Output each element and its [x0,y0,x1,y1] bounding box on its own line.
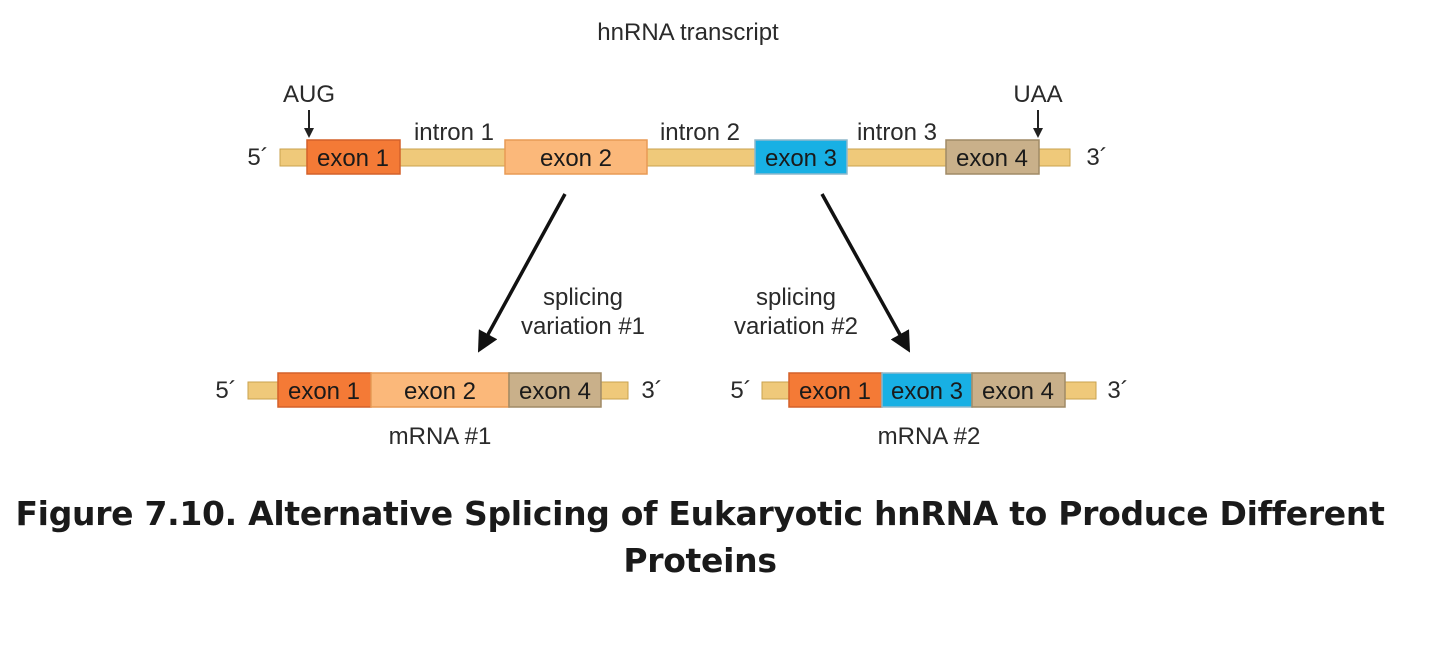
mrna-2-exon-3-label: exon 3 [891,378,963,405]
mrna-2: 5´ 3´ exon 1 exon 3 exon 4 mRNA #2 [730,372,1129,450]
hnrna-exon-1-label: exon 1 [317,145,389,172]
mrna-1-exon-4 [508,372,602,408]
splicing-arrow-1 [477,193,567,353]
hnrna-three-prime: 3´ [1086,144,1107,171]
intron-1-label: intron 1 [414,119,494,146]
hnrna-exon-2 [504,139,648,175]
hnrna-strand [279,148,1071,167]
transcript-title: hnRNA transcript [597,19,779,46]
variation-1-line-2: variation #1 [521,313,645,340]
mrna-2-five-prime: 5´ [730,377,751,404]
hnrna-exon-4 [945,139,1040,175]
mrna-1-exon-1-label: exon 1 [288,378,360,405]
hnrna-exon-3-label: exon 3 [765,145,837,172]
hnrna-five-prime: 5´ [247,144,268,171]
hnrna-exon-1 [306,139,401,175]
figure-caption: Figure 7.10. Alternative Splicing of Euk… [15,494,1385,580]
hnrna-exon-4-label: exon 4 [956,145,1028,172]
mrna-2-label: mRNA #2 [878,423,981,450]
hnrna-exon-2-label: exon 2 [540,145,612,172]
mrna-1-five-prime: 5´ [215,377,236,404]
mrna-1: 5´ 3´ exon 1 exon 2 exon 4 mRNA #1 [215,372,663,450]
hnrna-transcript: 5´ 3´ AUG UAA exon 1 exon 2 exon 3 exon … [247,81,1108,175]
mrna-1-label: mRNA #1 [389,423,492,450]
hnrna-exon-3 [754,139,848,175]
mrna-1-exon-2 [370,372,510,408]
intron-2-label: intron 2 [660,119,740,146]
stop-codon-label: UAA [1013,81,1062,108]
mrna-2-exon-3 [881,372,973,408]
intron-3-label: intron 3 [857,119,937,146]
mrna-2-exon-1-label: exon 1 [799,378,871,405]
mrna-2-exon-4 [971,372,1066,408]
variation-2-line-2: variation #2 [734,313,858,340]
mrna-1-exon-4-label: exon 4 [519,378,591,405]
mrna-1-exon-1 [277,372,372,408]
mrna-1-three-prime: 3´ [641,377,662,404]
variation-1-line-1: splicing [543,284,623,311]
variation-2-line-1: splicing [756,284,836,311]
mrna-2-three-prime: 3´ [1107,377,1128,404]
splicing-arrow-2 [820,193,911,353]
mrna-1-exon-2-label: exon 2 [404,378,476,405]
mrna-2-exon-4-label: exon 4 [982,378,1054,405]
start-codon-label: AUG [283,81,335,108]
splicing-diagram: hnRNA transcript 5´ 3´ AUG UAA exon 1 ex… [215,19,1129,450]
